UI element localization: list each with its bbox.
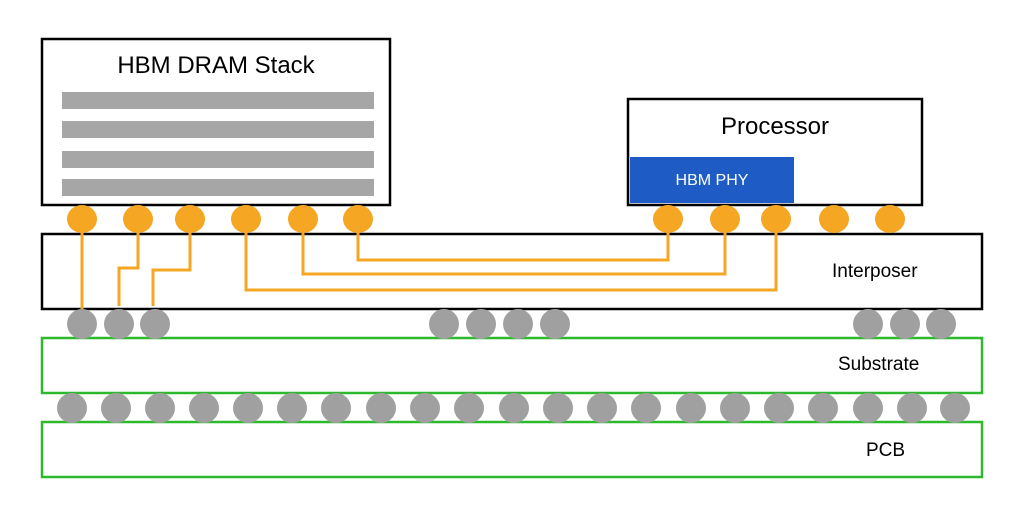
bga-ball — [277, 393, 307, 423]
long-trace — [356, 220, 670, 262]
bga-ball — [897, 393, 927, 423]
substrate-label: Substrate — [838, 354, 920, 375]
c4-bump — [104, 309, 134, 339]
bga-ball — [631, 393, 661, 423]
interposer-layer — [40, 232, 984, 311]
c4-bump — [67, 309, 97, 339]
microbump — [175, 205, 205, 233]
bga-ball — [189, 393, 219, 423]
bga-ball — [366, 393, 396, 423]
long-trace — [301, 220, 727, 276]
bga-ball — [499, 393, 529, 423]
bga-ball — [676, 393, 706, 423]
bga-ball — [233, 393, 263, 423]
microbump — [67, 205, 97, 233]
stepped-trace — [117, 220, 140, 306]
c4-bump — [466, 309, 496, 339]
bga-ball — [454, 393, 484, 423]
bga-ball — [101, 393, 131, 423]
microbump — [710, 205, 740, 233]
dram-layer — [62, 121, 374, 138]
c4-bump — [503, 309, 533, 339]
interposer-bumps — [67, 309, 956, 339]
bga-ball — [720, 393, 750, 423]
microbump — [761, 205, 791, 233]
c4-bump — [140, 309, 170, 339]
bga-ball — [410, 393, 440, 423]
pcb-layer — [40, 420, 984, 479]
microbump — [343, 205, 373, 233]
pcb-label: PCB — [866, 440, 906, 461]
bga-ball — [764, 393, 794, 423]
dram-layer — [62, 92, 374, 109]
microbump — [231, 205, 261, 233]
processor-label: Processor — [720, 113, 830, 140]
bga-ball — [940, 393, 970, 423]
dram-layers — [62, 92, 374, 196]
bga-ball — [145, 393, 175, 423]
interposer-label: Interposer — [832, 261, 918, 282]
dram-layer — [62, 151, 374, 168]
bga-ball — [808, 393, 838, 423]
c4-bump — [540, 309, 570, 339]
bga-balls — [57, 393, 970, 423]
long-trace — [244, 220, 778, 292]
bga-ball — [543, 393, 573, 423]
microbump — [288, 205, 318, 233]
dram-layer — [62, 179, 374, 196]
hbm-phy-block — [630, 157, 794, 203]
c4-bump — [429, 309, 459, 339]
bga-ball — [853, 393, 883, 423]
microbump — [819, 205, 849, 233]
microbump — [875, 205, 905, 233]
bga-ball — [587, 393, 617, 423]
c4-bump — [853, 309, 883, 339]
bga-ball — [321, 393, 351, 423]
stepped-trace — [151, 220, 192, 306]
c4-bump — [926, 309, 956, 339]
substrate-layer — [40, 336, 984, 395]
interposer-traces — [80, 220, 778, 310]
microbumps — [67, 205, 905, 233]
hbm-phy-label: HBM PHY — [675, 172, 749, 189]
c4-bump — [890, 309, 920, 339]
microbump — [123, 205, 153, 233]
hbm-stack-label: HBM DRAM Stack — [117, 52, 315, 79]
microbump — [653, 205, 683, 233]
bga-ball — [57, 393, 87, 423]
